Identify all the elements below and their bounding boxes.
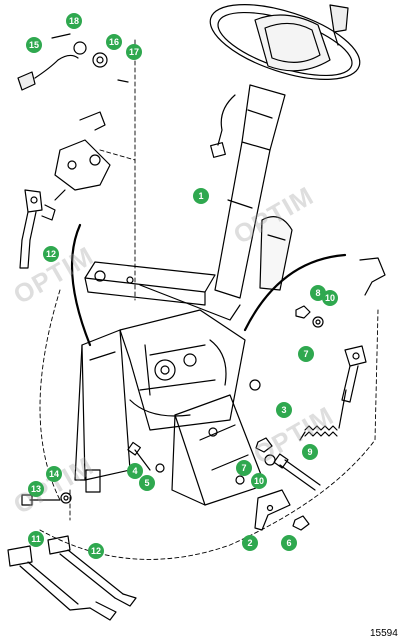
callout-16: 16 bbox=[106, 34, 122, 50]
curve-left bbox=[70, 223, 92, 347]
callout-14: 14 bbox=[46, 466, 62, 482]
drawing-number: 15594 bbox=[370, 628, 398, 639]
callout-7: 7 bbox=[236, 460, 252, 476]
callout-13: 13 bbox=[28, 481, 44, 497]
callout-10: 10 bbox=[322, 290, 338, 306]
spring bbox=[299, 389, 347, 441]
callout-17: 17 bbox=[126, 44, 142, 60]
callout-4: 4 bbox=[127, 463, 143, 479]
rod-end-right bbox=[295, 257, 386, 403]
bolt-4 bbox=[127, 441, 165, 473]
callout-1: 1 bbox=[193, 188, 209, 204]
rod-end-upper bbox=[19, 189, 56, 269]
bracket-2 bbox=[254, 489, 310, 531]
callout-12: 12 bbox=[43, 246, 59, 262]
bolt-9 bbox=[273, 453, 321, 491]
bottom-rods bbox=[7, 535, 137, 621]
steering-column bbox=[210, 84, 286, 299]
bolt-13 bbox=[21, 492, 72, 506]
callout-5: 5 bbox=[139, 475, 155, 491]
mechanism bbox=[119, 309, 261, 431]
upper-linkage bbox=[54, 111, 111, 201]
callout-11: 11 bbox=[28, 531, 44, 547]
frame-bracket bbox=[84, 261, 241, 321]
callout-10: 10 bbox=[251, 473, 267, 489]
callout-9: 9 bbox=[302, 444, 318, 460]
callout-6: 6 bbox=[281, 535, 297, 551]
callout-3: 3 bbox=[276, 402, 292, 418]
callout-18: 18 bbox=[66, 13, 82, 29]
switch-assembly bbox=[17, 33, 129, 91]
callout-2: 2 bbox=[242, 535, 258, 551]
callout-15: 15 bbox=[26, 37, 42, 53]
steering-wheel bbox=[209, 4, 361, 80]
callout-12: 12 bbox=[88, 543, 104, 559]
callout-7: 7 bbox=[298, 346, 314, 362]
curve-right bbox=[243, 253, 347, 332]
